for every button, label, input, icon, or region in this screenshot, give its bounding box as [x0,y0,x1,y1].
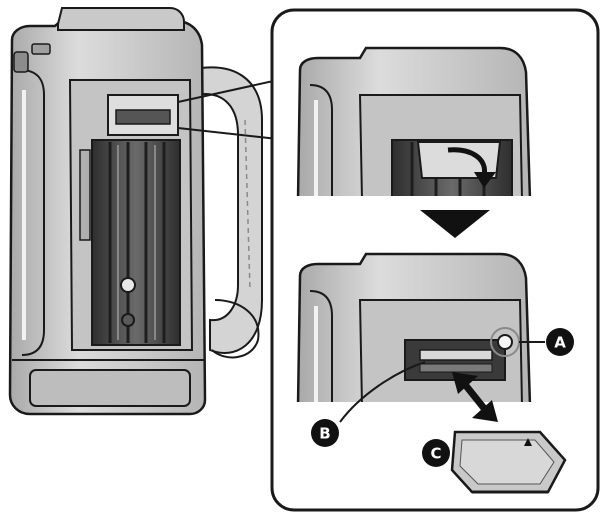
base-foot [30,370,190,406]
callout-a: A [546,328,574,356]
access-lamp [498,335,512,349]
battery-cavity [92,140,180,345]
sd-card [452,432,565,492]
top-button [14,52,28,72]
card-slot-opening [116,110,170,124]
side-switch [32,44,50,54]
top-housing [58,8,184,30]
side-latch [80,150,90,240]
step-open-cover [287,40,580,202]
camcorder [10,8,262,414]
screw-hole [121,278,135,292]
screw-hole [122,314,134,326]
callout-c: C [422,439,450,467]
step-insert-card [287,246,580,406]
callout-b: B [311,419,339,447]
callout-b-label: B [319,425,330,443]
callout-a-label: A [554,334,566,352]
callout-c-label: C [430,445,441,463]
